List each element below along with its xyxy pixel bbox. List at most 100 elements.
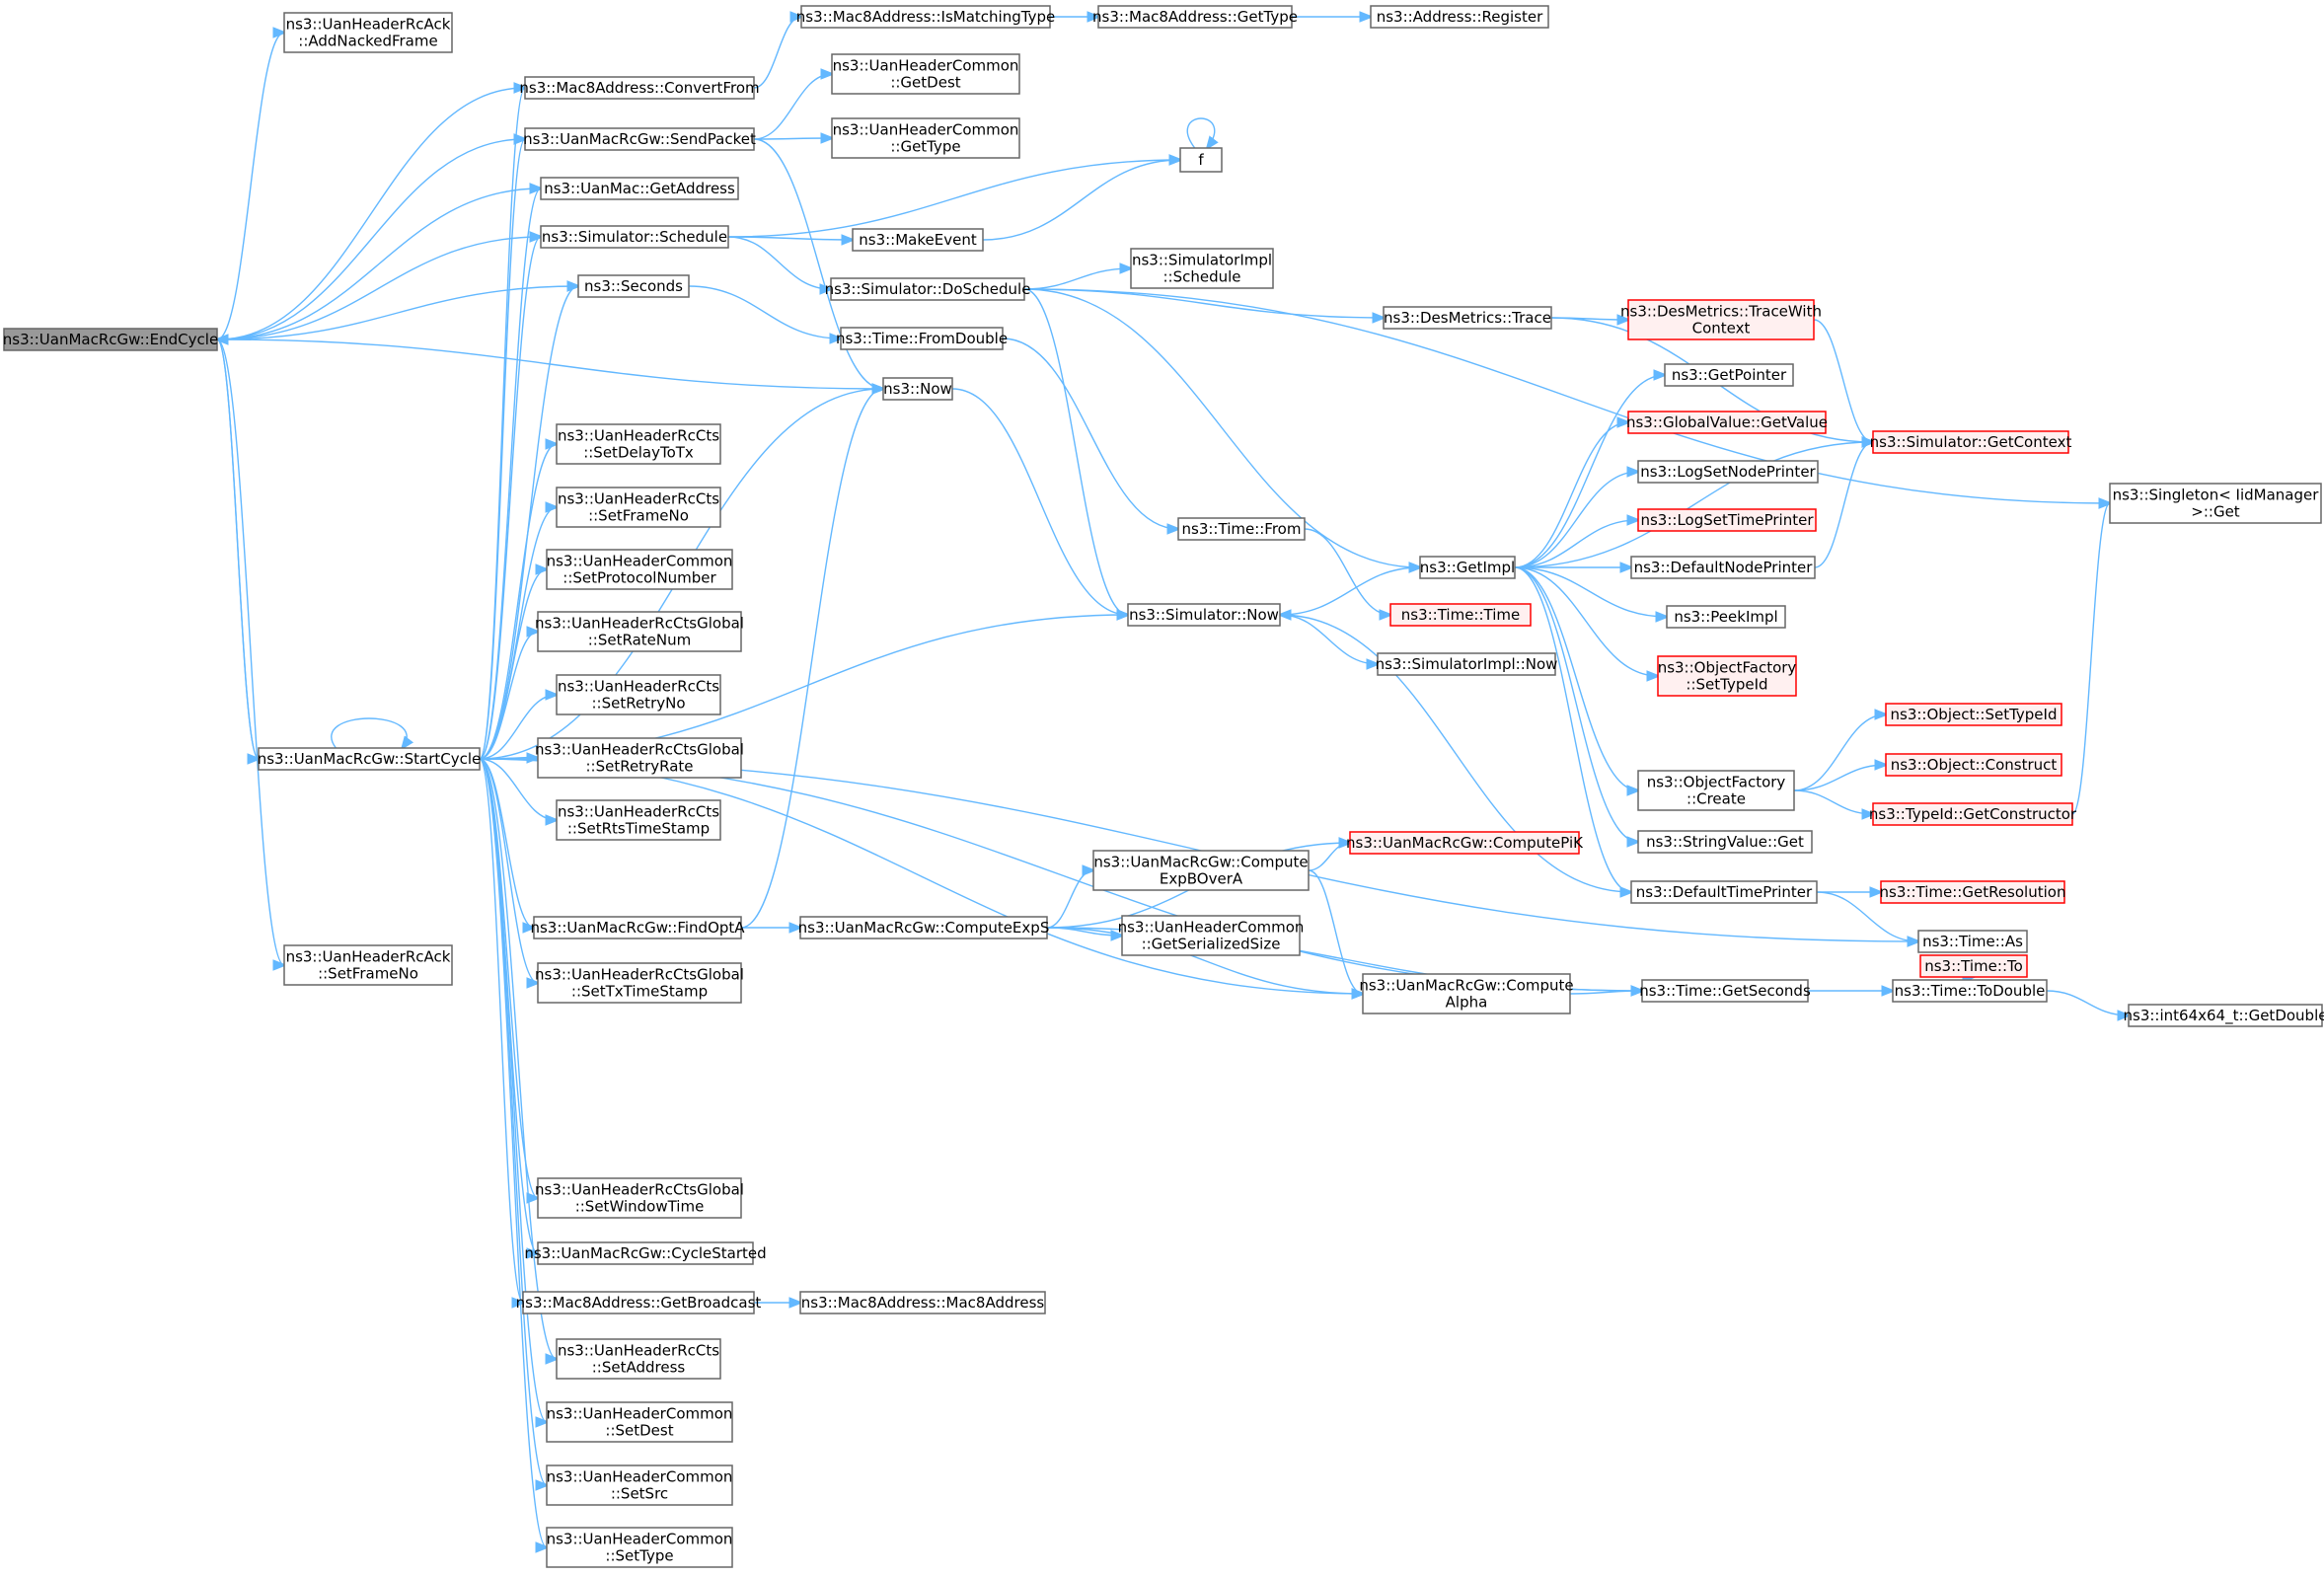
call-edge-findopta-to-now [740,389,883,929]
node-box [1885,753,2062,777]
function-node-getconstructor[interactable]: ns3::TypeId::GetConstructor [1869,802,2077,826]
function-node-peekimpl[interactable]: ns3::PeekImpl [1666,605,1786,629]
node-box [1664,363,1794,387]
function-node-getsersize[interactable]: ns3::UanHeaderCommon::GetSerializedSize [1118,915,1305,956]
function-node-schedule[interactable]: ns3::Simulator::Schedule [540,225,729,249]
node-box [537,737,742,779]
function-node-timetodouble[interactable]: ns3::Time::ToDouble [1892,979,2048,1003]
function-node-strvalget[interactable]: ns3::StringValue::Get [1637,830,1813,854]
function-node-addrregister[interactable]: ns3::Address::Register [1370,5,1549,29]
function-node-computeexps[interactable]: ns3::UanMacRcGw::ComputeExpS [798,916,1050,939]
function-node-now[interactable]: ns3::Now [882,377,953,401]
function-node-hcsettype[interactable]: ns3::UanHeaderCommon::SetType [546,1527,733,1568]
call-edge-doschedule-to-destrace [1023,288,1384,318]
function-node-settxts[interactable]: ns3::UanHeaderRcCtsGlobal::SetTxTimeStam… [535,962,744,1004]
function-node-timeas[interactable]: ns3::Time::As [1917,930,2028,953]
function-node-addnacked[interactable]: ns3::UanHeaderRcAck::AddNackedFrame [283,12,453,53]
function-node-ctssetframeno[interactable]: ns3::UanHeaderRcCts::SetFrameNo [556,487,721,528]
function-node-objconstruct[interactable]: ns3::Object::Construct [1885,753,2062,777]
function-node-lognodeprinter[interactable]: ns3::LogSetNodePrinter [1637,460,1819,484]
node-label: ns3::UanHeaderRcCts [558,1342,719,1360]
node-label: f [1198,151,1204,169]
function-node-implnow[interactable]: ns3::SimulatorImpl::Now [1376,652,1558,676]
function-node-mac8gettype[interactable]: ns3::Mac8Address::GetType [1092,5,1298,29]
function-node-computepik[interactable]: ns3::UanMacRcGw::ComputePiK [1346,831,1584,855]
function-node-setrtsts[interactable]: ns3::UanHeaderRcCts::SetRtsTimeStamp [556,799,721,841]
function-node-endcycle[interactable]: ns3::UanMacRcGw::EndCycle [3,328,218,351]
call-edge-getimpl-to-lognodeprinter [1514,472,1638,568]
node-box [546,1401,733,1443]
function-node-getdouble[interactable]: ns3::int64x64_t::GetDouble [2124,1004,2324,1027]
call-edge-defnodeprinter-to-getcontext [1814,442,1873,568]
call-edge-computealpha-to-timegetseconds [1569,991,1642,994]
function-node-singletonget[interactable]: ns3::Singleton< IidManager>::Get [2109,483,2322,524]
call-edge-computeexps-to-expbovera [1046,870,1093,929]
node-box [577,274,690,298]
function-node-setdelaytotx[interactable]: ns3::UanHeaderRcCts::SetDelayToTx [556,423,721,465]
function-node-hcsetdest[interactable]: ns3::UanHeaderCommon::SetDest [546,1401,733,1443]
function-node-gvgetvalue[interactable]: ns3::GlobalValue::GetValue [1626,411,1828,434]
node-label: ns3::UanMacRcGw::StartCycle [258,750,482,768]
function-node-makeevent[interactable]: ns3::MakeEvent [852,228,984,252]
function-node-f[interactable]: f [1179,147,1223,173]
node-label: ns3::Time::GetResolution [1880,883,2066,901]
function-node-seconds[interactable]: ns3::Seconds [577,274,690,298]
function-node-destrace[interactable]: ns3::DesMetrics::Trace [1383,306,1552,330]
call-edge-doschedule-to-getimpl [1023,288,1420,567]
function-node-deftimeprinter[interactable]: ns3::DefaultTimePrinter [1630,880,1818,904]
function-node-setratenum[interactable]: ns3::UanHeaderRcCtsGlobal::SetRateNum [535,611,744,652]
function-node-ackframeno[interactable]: ns3::UanHeaderRcAck::SetFrameNo [283,944,453,986]
function-node-ismatching[interactable]: ns3::Mac8Address::IsMatchingType [796,5,1055,29]
node-box [556,674,721,715]
function-node-getbroadcast[interactable]: ns3::Mac8Address::GetBroadcast [516,1291,762,1314]
function-node-timefrom[interactable]: ns3::Time::From [1177,517,1306,541]
function-node-convertfrom[interactable]: ns3::Mac8Address::ConvertFrom [519,76,760,100]
function-node-getresolution[interactable]: ns3::Time::GetResolution [1880,880,2066,904]
function-node-ofsettypeid[interactable]: ns3::ObjectFactory::SetTypeId [1657,655,1797,697]
function-node-setwindow[interactable]: ns3::UanHeaderRcCtsGlobal::SetWindowTime [535,1177,744,1219]
function-node-hcgettype[interactable]: ns3::UanHeaderCommon::GetType [831,117,1020,159]
function-node-sendpacket[interactable]: ns3::UanMacRcGw::SendPacket [523,127,756,151]
function-node-ctssetaddr[interactable]: ns3::UanHeaderRcCts::SetAddress [556,1338,721,1380]
function-node-timeto[interactable]: ns3::Time::To [1919,954,2028,978]
function-node-ofcreate[interactable]: ns3::ObjectFactory::Create [1637,770,1795,811]
node-label: ns3::Mac8Address::IsMatchingType [796,8,1055,26]
function-node-hcgetdest[interactable]: ns3::UanHeaderCommon::GetDest [831,53,1020,95]
node-label: ns3::Object::Construct [1891,756,2058,774]
node-box [1177,517,1306,541]
function-node-implschedule[interactable]: ns3::SimulatorImpl::Schedule [1130,248,1274,289]
node-box [556,799,721,841]
function-node-defnodeprinter[interactable]: ns3::DefaultNodePrinter [1630,556,1816,579]
node-box [1637,508,1817,532]
function-node-setprotocol[interactable]: ns3::UanHeaderCommon::SetProtocolNumber [546,549,733,590]
function-node-logtimeprinter[interactable]: ns3::LogSetTimePrinter [1637,508,1817,532]
function-node-startcycle[interactable]: ns3::UanMacRcGw::StartCycle [258,747,482,771]
function-node-hcsetsrc[interactable]: ns3::UanHeaderCommon::SetSrc [546,1464,733,1506]
function-node-uangetaddr[interactable]: ns3::UanMac::GetAddress [540,177,739,200]
function-node-getcontext[interactable]: ns3::Simulator::GetContext [1870,430,2072,454]
function-node-cyclestarted[interactable]: ns3::UanMacRcGw::CycleStarted [524,1241,767,1265]
function-node-getpointer[interactable]: ns3::GetPointer [1664,363,1794,387]
function-node-objsettypeid[interactable]: ns3::Object::SetTypeId [1885,703,2062,726]
call-edge-endcycle-to-uangetaddr [216,188,541,340]
function-node-timegetseconds[interactable]: ns3::Time::GetSeconds [1639,979,1811,1003]
call-edge-getconstructor-to-singletonget [2071,503,2110,815]
function-node-setretryrate[interactable]: ns3::UanHeaderRcCtsGlobal::SetRetryRate [535,737,744,779]
function-node-mac8ctor[interactable]: ns3::Mac8Address::Mac8Address [799,1291,1046,1314]
node-label: ::SetRtsTimeStamp [567,820,710,838]
function-node-timetime[interactable]: ns3::Time::Time [1389,603,1532,627]
call-edge-now-to-simnow [951,388,1128,615]
node-box [2109,483,2322,524]
node-label: ns3::Simulator::Now [1129,606,1279,624]
function-node-findopta[interactable]: ns3::UanMacRcGw::FindOptA [530,916,745,939]
function-node-doschedule[interactable]: ns3::Simulator::DoSchedule [825,277,1031,301]
function-node-setretryno[interactable]: ns3::UanHeaderRcCts::SetRetryNo [556,674,721,715]
node-box [537,611,742,652]
node-label: ExpBOverA [1160,870,1243,888]
function-node-getimpl[interactable]: ns3::GetImpl [1419,556,1516,579]
function-node-simnow[interactable]: ns3::Simulator::Now [1127,603,1281,627]
function-node-fromdouble[interactable]: ns3::Time::FromDouble [836,327,1008,350]
